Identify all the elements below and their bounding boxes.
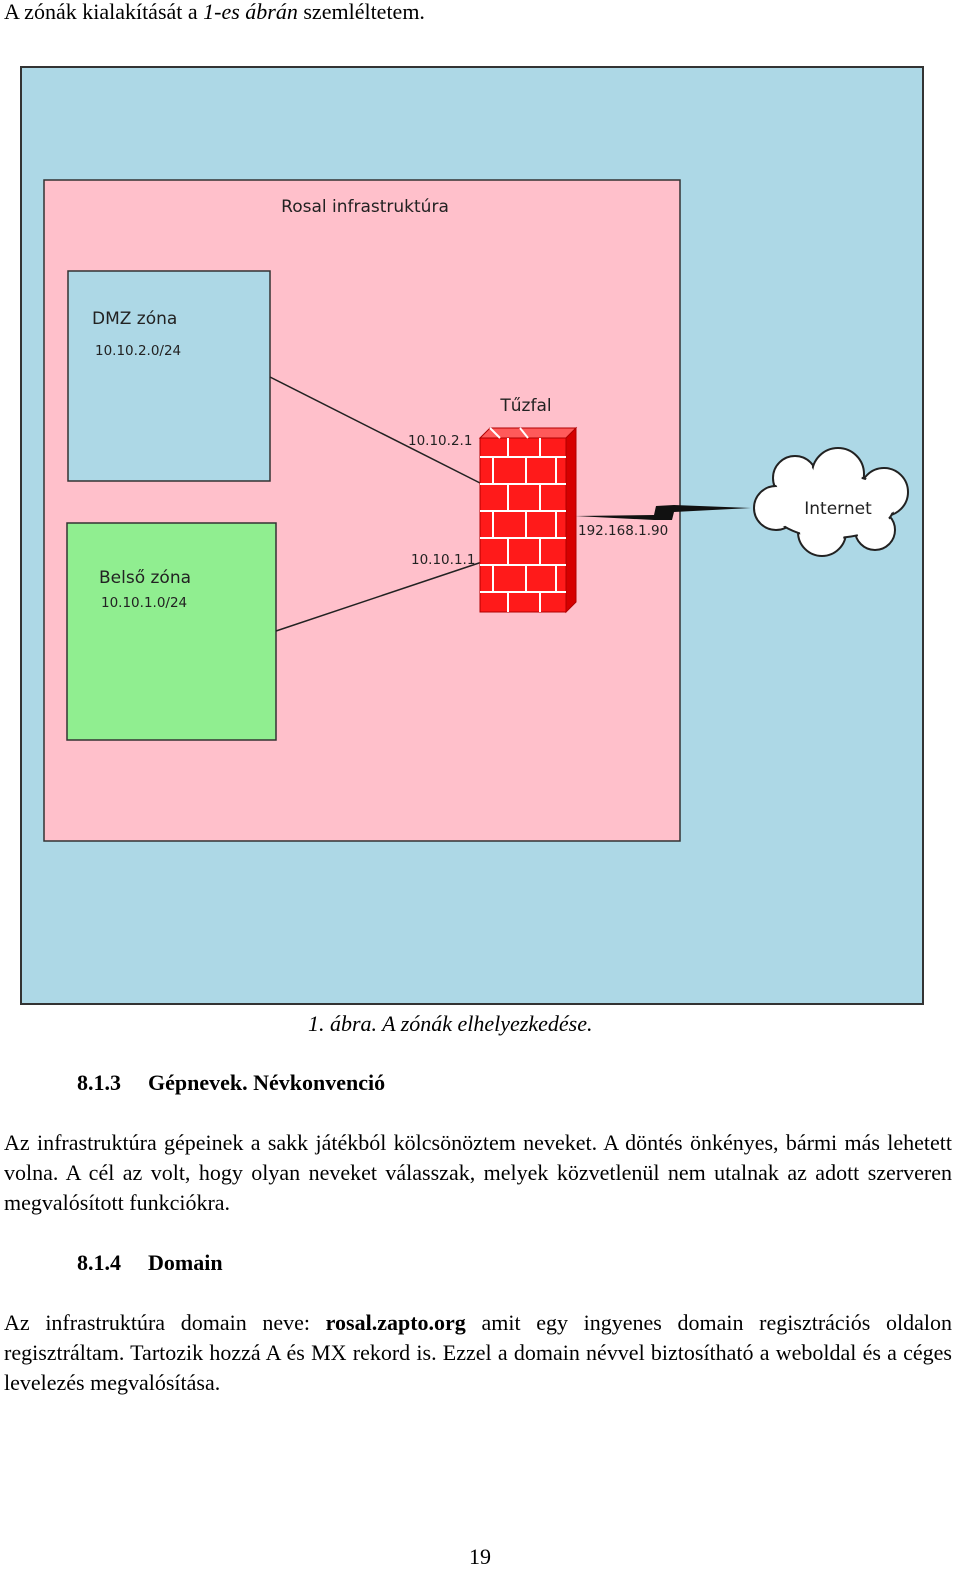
section-title: Gépnevek. Névkonvenció — [148, 1070, 386, 1095]
firewall-dmz-ip: 10.10.2.1 — [408, 433, 472, 449]
intro-sentence: A zónák kialakítását a 1-es ábrán szemlé… — [4, 0, 425, 26]
domain-text-start: Az infrastruktúra domain neve: — [4, 1310, 326, 1335]
dmz-zone-box — [67, 270, 271, 482]
dmz-zone-name: DMZ zóna — [92, 309, 177, 329]
internal-zone-box — [66, 522, 277, 741]
page-number: 19 — [469, 1544, 491, 1569]
section-number: 8.1.4 — [77, 1250, 121, 1275]
dmz-zone-subnet: 10.10.2.0/24 — [95, 343, 181, 359]
domain-paragraph: Az infrastruktúra domain neve: rosal.zap… — [4, 1308, 952, 1398]
internet-link-lightning — [575, 505, 751, 520]
intro-text-start: A zónák kialakítását a — [4, 0, 204, 24]
firewall-icon — [478, 426, 578, 614]
firewall-label: Tűzfal — [499, 396, 551, 416]
infrastructure-label: Rosal infrastruktúra — [281, 197, 449, 217]
intro-text-end: szemléltetem. — [297, 0, 425, 24]
figure-caption: 1. ábra. A zónák elhelyezkedése. — [308, 1011, 593, 1036]
dmz-firewall-link — [269, 376, 483, 485]
domain-text-end: amit egy ingyenes domain regisztrációs o… — [4, 1310, 953, 1395]
firewall-external-ip: 192.168.1.90 — [578, 523, 668, 539]
zone-diagram-figure: Rosal infrastruktúra DMZ zóna 10.10.2.0/… — [20, 66, 924, 1005]
section-title: Domain — [148, 1250, 223, 1275]
intro-figure-ref: 1-es ábrán — [203, 0, 298, 24]
zone-diagram: Rosal infrastruktúra DMZ zóna 10.10.2.0/… — [20, 66, 924, 1005]
internal-firewall-link — [275, 561, 483, 632]
firewall-internal-ip: 10.10.1.1 — [411, 552, 475, 568]
domain-name: rosal.zapto.org — [325, 1310, 466, 1335]
internet-label: Internet — [804, 499, 872, 519]
internal-zone-subnet: 10.10.1.0/24 — [101, 595, 187, 611]
cloud-icon — [753, 447, 909, 557]
section-heading-domain: 8.1.4 Domain — [77, 1249, 223, 1277]
section-number: 8.1.3 — [77, 1070, 121, 1095]
naming-paragraph: Az infrastruktúra gépeinek a sakk játékb… — [4, 1130, 952, 1215]
internal-zone-name: Belső zóna — [99, 568, 191, 588]
section-heading-naming: 8.1.3 Gépnevek. Névkonvenció — [77, 1069, 385, 1097]
